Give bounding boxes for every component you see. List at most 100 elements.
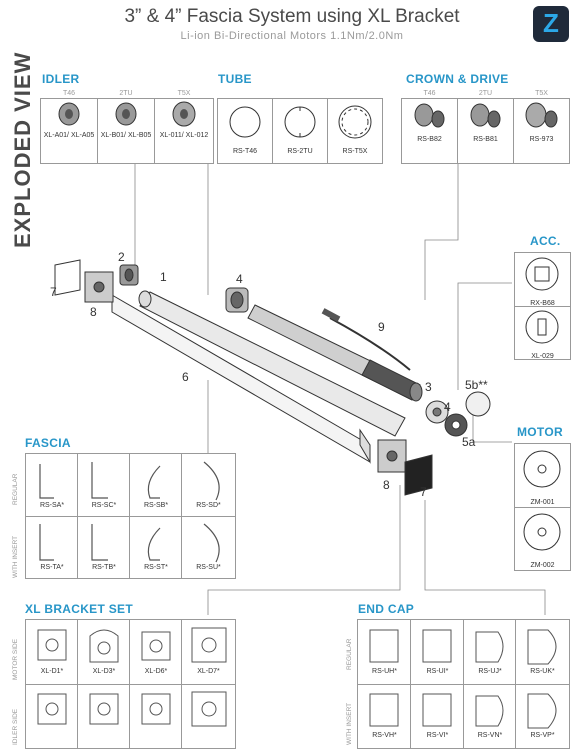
endcap-code: RS-UI*: [426, 668, 449, 675]
crown-part: [225, 287, 249, 313]
idler-code: XL-011/ XL-012: [159, 132, 209, 139]
page-title: 3” & 4” Fascia System using XL Bracket: [124, 6, 460, 27]
endcap-code: RS-UH*: [372, 668, 397, 675]
crown-t46-icon: [414, 103, 445, 128]
acc-xl-029-icon: [525, 310, 559, 344]
tube-code: RS-T5X: [342, 148, 368, 155]
acc-title: ACC.: [530, 234, 561, 248]
idler-t5x-icon: [172, 101, 196, 127]
page-subtitle: Li-ion Bi-Directional Motors 1.1Nm/2.0Nm: [180, 30, 404, 42]
callout-7b: 7: [420, 485, 427, 499]
bracket-code: XL-D1*: [40, 668, 64, 675]
motor-cell: ZM-001: [515, 444, 570, 508]
endcap-code: RS-VH*: [372, 732, 397, 739]
acc-rx-b68-icon: [525, 257, 559, 291]
acc-cell: RX-B68: [515, 253, 570, 307]
callout-4a: 4: [236, 272, 243, 286]
idler-t46-icon: [58, 102, 80, 126]
callout-5b: 5b**: [465, 378, 488, 392]
endcap-code: RS-VP*: [530, 732, 555, 739]
idler-code: XL-B01/ XL-B05: [100, 132, 152, 139]
endcap-right: [404, 454, 433, 496]
crown-code: RS-B82: [417, 136, 442, 143]
crown-header: T46: [423, 90, 436, 97]
bracket-code: XL-D3*: [92, 668, 116, 675]
motor-head-parts: [425, 391, 491, 437]
fascia-code: RS-SC*: [91, 502, 117, 509]
callout-9: 9: [378, 320, 385, 334]
callout-6: 6: [182, 370, 189, 384]
tube-2tu-icon: [284, 106, 316, 138]
bracket-title: XL BRACKET SET: [25, 602, 133, 616]
crown-title: CROWN & DRIVE: [406, 72, 509, 86]
endcap-icons: [369, 629, 557, 729]
crown-cell: T46 RS-B82: [402, 90, 458, 163]
tube-part: [138, 290, 406, 437]
fascia-code: RS-SA*: [39, 502, 65, 509]
callout-8b: 8: [383, 478, 390, 492]
fascia-panel: RS-SA* RS-SC* RS-SB* RS-SD* RS-TA* RS-TB…: [25, 453, 236, 579]
tube-code: RS-2TU: [287, 148, 313, 155]
idler-header: T46: [62, 90, 76, 97]
logo-letter: Z: [543, 8, 559, 38]
bracket-right: [377, 439, 407, 473]
idler-code: XL-A01/ XL-A05: [43, 132, 95, 139]
endcap-left: [54, 259, 81, 296]
crown-2tu-icon: [470, 103, 501, 128]
cable-plug: [321, 308, 341, 322]
motor-zm-001-icon: [523, 450, 561, 488]
bracket-code: XL-D7*: [197, 668, 220, 675]
fascia-code: RS-TB*: [92, 564, 116, 571]
idler-panel: T46 XL-A01/ XL-A05 2TU XL-B01/ XL-B05 T5…: [40, 90, 214, 164]
idler-title: IDLER: [42, 72, 80, 86]
motor-cell: ZM-002: [515, 507, 570, 570]
fascia-code: RS-TA*: [40, 564, 64, 571]
motor-code: ZM-002: [530, 562, 555, 569]
tube-t46-icon: [229, 106, 261, 138]
endcap-title: END CAP: [358, 602, 415, 616]
tube-title: TUBE: [218, 72, 252, 86]
motor-panel: ZM-001 ZM-002: [514, 443, 571, 571]
callout-5a: 5a: [462, 435, 476, 449]
fascia-title: FASCIA: [25, 436, 71, 450]
idler-cell: T46 XL-A01/ XL-A05: [41, 90, 98, 163]
callout-7a: 7: [50, 285, 57, 299]
endcap-code: RS-UK*: [530, 668, 555, 675]
tube-code: RS-T46: [232, 148, 258, 155]
callout-4b: 4: [444, 400, 451, 414]
motor-zm-002-icon: [523, 513, 561, 551]
crown-code: RS-B81: [473, 136, 498, 143]
idler-2tu-icon: [115, 102, 137, 126]
bracket-code: XL-D6*: [144, 668, 168, 675]
callout-2: 2: [118, 250, 125, 264]
bracket-row-label: MOTOR SIDE: [12, 638, 19, 680]
idler-cell: 2TU XL-B01/ XL-B05: [98, 90, 155, 163]
crown-t5x-icon: [525, 102, 558, 128]
idler-part: [119, 264, 139, 286]
fascia-row-label: WITH INSERT: [12, 535, 19, 578]
fascia-code: RS-SU*: [196, 564, 221, 571]
motor-code: ZM-001: [530, 499, 555, 506]
endcap-panel: RS-UH* RS-UI* RS-UJ* RS-UK* RS-VH* RS-VI…: [357, 619, 570, 749]
crown-header: 2TU: [478, 90, 493, 97]
crown-panel: T46 RS-B82 2TU RS-B81 T5X RS-973: [401, 90, 570, 164]
bracket-left: [84, 271, 114, 303]
tube-t5x-icon: [338, 105, 372, 139]
callout-3: 3: [425, 380, 432, 394]
acc-cell: XL-029: [515, 306, 570, 360]
idler-header: T5X: [177, 90, 191, 97]
crown-header: T5X: [535, 90, 548, 97]
endcap-code: RS-VN*: [477, 732, 503, 739]
endcap-code: RS-UJ*: [478, 668, 502, 675]
bracket-row-label: IDLER SIDE: [12, 708, 19, 745]
callout-1: 1: [160, 270, 167, 284]
endcap-row-label: WITH INSERT: [346, 702, 353, 745]
tube-cell: RS-T5X: [328, 99, 382, 163]
endcap-row-label: REGULAR: [346, 638, 353, 670]
tube-panel: RS-T46 RS-2TU RS-T5X: [217, 98, 383, 164]
bracket-icons: [37, 627, 227, 727]
fascia-profile-icons: [39, 461, 220, 563]
tube-cell: RS-T46: [218, 99, 273, 163]
idler-cell: T5X XL-011/ XL-012: [155, 90, 213, 163]
